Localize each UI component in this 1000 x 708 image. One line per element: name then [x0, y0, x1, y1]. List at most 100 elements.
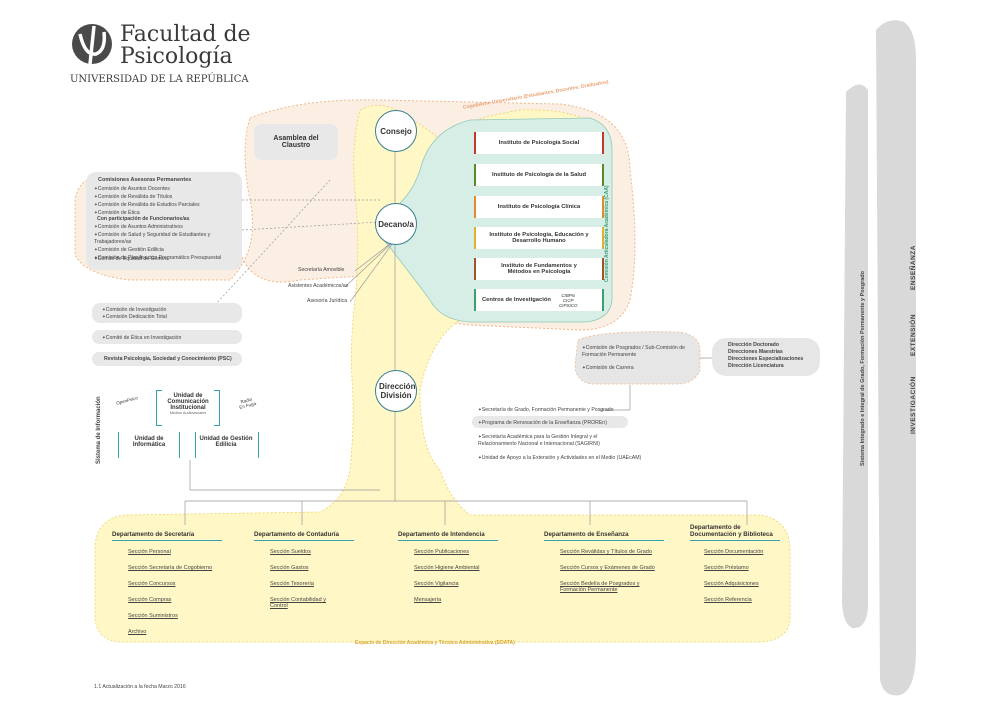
section-item[interactable]: Sección Higiene Ambiental	[414, 565, 480, 571]
section-item[interactable]: Sección Suministros	[128, 613, 178, 619]
asamblea-label: Asamblea del Claustro	[273, 135, 319, 149]
section-item[interactable]: Sección Compras	[128, 597, 172, 603]
direccion-item: Direcciones Especializaciones	[728, 356, 804, 362]
centros-sub: CIBPsi CICP CIPSICO	[559, 293, 578, 308]
comisiones-subtitle: Con participación de Funcionarios/as	[97, 216, 190, 222]
funcion-extension: EXTENSIÓN	[910, 313, 917, 356]
section-item[interactable]: Mensajería	[414, 597, 442, 603]
centro-item: CIBPsi	[561, 292, 576, 298]
dept-title: Departamento de Enseñanza	[544, 531, 664, 541]
decano-label: Decano/a	[378, 219, 414, 229]
section-item[interactable]: Sección Concursos	[128, 581, 176, 587]
edilicia-bracket	[195, 432, 259, 458]
dept-title: Departamento de Secretaría	[112, 531, 222, 541]
ucom-box[interactable]: Unidad de Comunicación Institucional Med…	[160, 393, 216, 429]
direccion-item: Dirección Doctorado	[728, 342, 780, 348]
decano-node[interactable]: Decano/a	[375, 203, 417, 245]
etica-label: Comité de Ética en Investigación	[102, 334, 182, 342]
logo-line3: UNIVERSIDAD DE LA REPÚBLICA	[70, 74, 249, 85]
section-item[interactable]: Sección Personal	[128, 549, 171, 555]
section-item[interactable]: Sección Cursos y Exámenes de Grado	[560, 565, 655, 571]
comision-item: Comisión de Asuntos Docentes	[94, 185, 200, 193]
comision-subitem: Comisión de Asuntos Administrativos	[94, 223, 242, 231]
instituto-educacion[interactable]: Instituto de Psicología, Educación y Des…	[474, 227, 604, 249]
secretaria-item: Secretaría Académica para la Gestión Int…	[478, 433, 628, 448]
direcciones-list: Dirección Doctorado Direcciones Maestría…	[728, 342, 803, 370]
edata-label: Espacio de Dirección Académica y Técnico…	[355, 640, 515, 646]
departamento-documentacion: Departamento de Documentación y Bibliote…	[690, 524, 780, 603]
comision-item: Comisión de Reválida de Títulos	[94, 193, 200, 201]
section-item[interactable]: Sección Gastos	[270, 565, 309, 571]
secretaria-item: Unidad de Apoyo a la Extensión y Activid…	[478, 454, 641, 462]
section-item[interactable]: Sección Referencia	[704, 597, 752, 603]
equidad-item: Comité de Equidad de Género	[94, 255, 168, 263]
centros-investigacion[interactable]: Centros de Investigación CIBPsi CICP CIP…	[474, 289, 604, 311]
instituto-label: Instituto de Psicología de la Salud	[491, 172, 587, 178]
instituto-clinica[interactable]: Instituto de Psicología Clínica	[474, 196, 604, 218]
instituto-label: Instituto de Psicología Social	[498, 140, 580, 146]
informatica-box[interactable]: Unidad de Informática	[122, 436, 176, 448]
direccion-item: Dirección Licenciatura	[728, 363, 784, 369]
funcion-ensenanza: ENSEÑANZA	[910, 245, 917, 290]
logo-line2: Psicología	[120, 44, 233, 69]
section-item[interactable]: Sección Adquisiciones	[704, 581, 759, 587]
secretaria-amovible: Secretaría Amovible	[298, 267, 345, 273]
edilicia-label: Unidad de Gestión Edilicia	[199, 436, 253, 448]
departamento-secretaria: Departamento de Secretaría Sección Perso…	[112, 531, 222, 635]
revista-box: Revista Psicología, Sociedad y Conocimie…	[92, 352, 242, 366]
section-item[interactable]: Archivo	[128, 629, 147, 635]
posgrados-item: Comisión de Posgrados / Sub-Comisión de …	[582, 344, 692, 359]
informatica-label: Unidad de Informática	[132, 436, 166, 448]
asistentes-academicos: Asistentes Académicos/as	[288, 283, 349, 289]
centro-item: CIPSICO	[558, 302, 578, 308]
section-item[interactable]: Sección Contabilidad y Control	[270, 597, 326, 609]
direccion-label: Dirección División	[379, 382, 416, 400]
informatica-bracket	[118, 432, 180, 458]
edilicia-box[interactable]: Unidad de Gestión Edilicia	[198, 436, 254, 448]
departamento-ensenanza: Departamento de Enseñanza Sección Reváli…	[544, 531, 664, 593]
section-item[interactable]: Sección Préstamo	[704, 565, 749, 571]
section-item[interactable]: Sección Bedelía de Posgrados y Formación…	[560, 581, 640, 593]
ucom-bracket-right	[214, 390, 220, 426]
ucom-label: Unidad de Comunicación Institucional	[167, 393, 209, 411]
investigacion-item: Comisión de Investigación	[102, 306, 167, 314]
asamblea-box: Asamblea del Claustro	[254, 124, 338, 160]
medios-label: Medios Audiovisuales	[169, 411, 207, 415]
instituto-social[interactable]: Instituto de Psicología Social	[474, 132, 604, 154]
sistema-info-label: Sistema de Información	[96, 396, 102, 464]
comision-item: Comisión de Ética	[94, 209, 200, 217]
section-item[interactable]: Sección Vigilancia	[414, 581, 459, 587]
direccion-node[interactable]: Dirección División	[375, 370, 417, 412]
consejo-label: Consejo	[380, 126, 412, 136]
dept-title: Departamento de Documentación y Bibliote…	[690, 524, 780, 541]
comisiones-box: Comisiones Asesoras Permanentes Comisión…	[86, 172, 242, 270]
instituto-salud[interactable]: Instituto de Psicología de la Salud	[474, 164, 604, 186]
departamento-intendencia: Departamento de Intendencia Sección Publ…	[398, 531, 498, 603]
secretaria-item: Secretaría de Grado, Formación Permanent…	[478, 406, 614, 414]
section-item[interactable]: Sección Secretaría de Cogobierno	[128, 565, 213, 571]
section-item[interactable]: Sección Documentación	[704, 549, 764, 555]
centros-label: Centros de Investigación	[482, 297, 551, 303]
comisiones-title: Comisiones Asesoras Permanentes	[98, 177, 192, 183]
etica-box: Comité de Ética en Investigación	[92, 330, 242, 344]
centro-item: CICP	[562, 297, 574, 303]
revista-label: Revista Psicología, Sociedad y Conocimie…	[104, 356, 232, 362]
comision-item: Comisión de Reválida de Estudios Parcial…	[94, 201, 200, 209]
comision-subitem: Comisión de Salud y Seguridad de Estudia…	[94, 231, 242, 246]
dept-title: Departamento de Contaduría	[254, 531, 354, 541]
section-item[interactable]: Sección Reválidas y Títulos de Grado	[560, 549, 652, 555]
consejo-node[interactable]: Consejo	[375, 110, 417, 152]
secretaria-item: Programa de Renovación de la Enseñanza (…	[478, 419, 607, 427]
logo-line1: Facultad de	[120, 22, 251, 47]
section-item[interactable]: Sección Sueldos	[270, 549, 311, 555]
asesoria-juridica: Asesoría Jurídica	[307, 298, 348, 304]
funcion-investigacion: INVESTIGACIÓN	[910, 376, 917, 434]
section-item[interactable]: Sección Publicaciones	[414, 549, 470, 555]
instituto-fundamentos[interactable]: Instituto de Fundamentos y Métodos en Ps…	[474, 258, 604, 280]
investigacion-item: Comisión Dedicación Total	[102, 313, 167, 321]
caa-label: Comisión Articuladora Académica (CAA)	[604, 185, 610, 282]
direccion-item: Direcciones Maestrías	[728, 349, 783, 355]
carrera-item: Comisión de Carrera	[582, 364, 634, 372]
section-item[interactable]: Sección Tesorería	[270, 581, 314, 587]
instituto-label: Instituto de Fundamentos y Métodos en Ps…	[501, 263, 577, 275]
